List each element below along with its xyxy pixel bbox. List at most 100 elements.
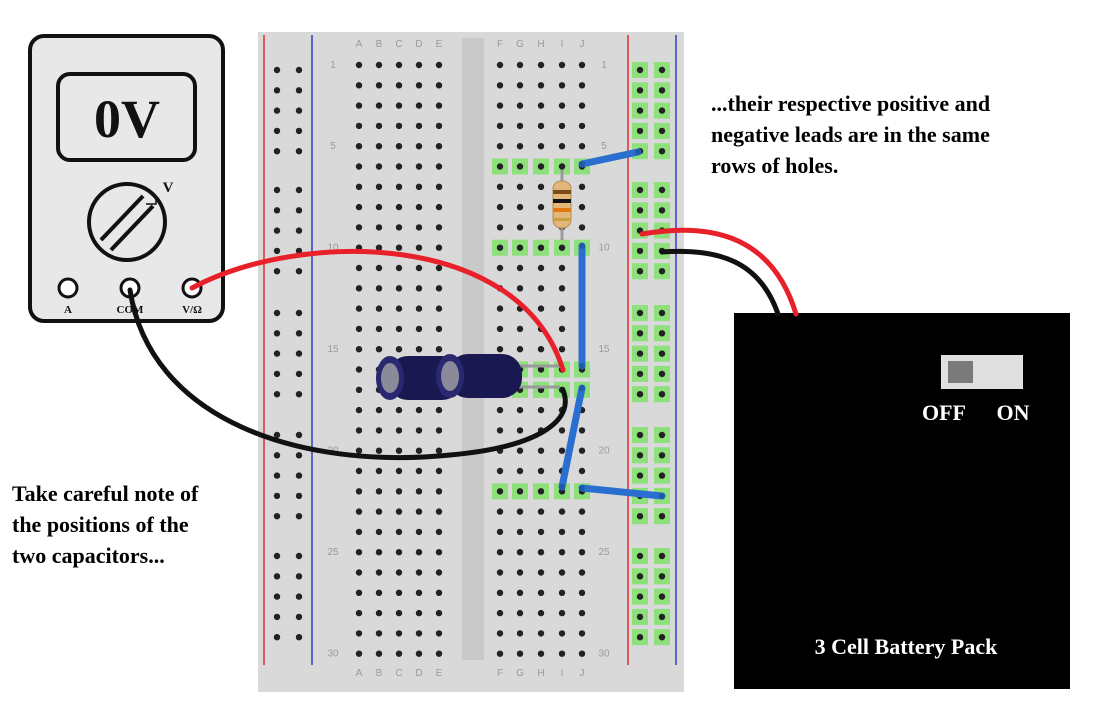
breadboard-hole[interactable]	[375, 82, 383, 89]
breadboard-hole[interactable]	[496, 122, 504, 130]
breadboard-hole[interactable]	[415, 82, 423, 89]
breadboard-hole[interactable]	[395, 488, 403, 495]
breadboard-hole[interactable]	[415, 569, 423, 576]
breadboard-hole[interactable]	[435, 406, 443, 414]
breadboard-hole[interactable]	[537, 508, 545, 515]
breadboard-hole[interactable]	[355, 305, 363, 312]
breadboard-hole[interactable]	[375, 183, 383, 190]
breadboard-hole[interactable]	[375, 163, 383, 170]
breadboard-hole[interactable]	[516, 650, 524, 657]
rail-hole[interactable]	[273, 66, 281, 74]
rail-hole[interactable]	[295, 492, 303, 500]
selector-dial[interactable]	[87, 182, 167, 262]
breadboard-hole[interactable]	[355, 82, 363, 89]
breadboard-hole[interactable]	[375, 549, 383, 556]
breadboard-hole[interactable]	[516, 609, 524, 617]
rail-hole[interactable]	[295, 613, 303, 621]
breadboard-hole[interactable]	[578, 82, 586, 89]
breadboard-hole[interactable]	[558, 630, 566, 637]
rail-hole[interactable]	[295, 472, 303, 479]
breadboard-hole[interactable]	[537, 528, 545, 536]
breadboard-hole[interactable]	[435, 549, 443, 556]
rail-hole[interactable]	[273, 593, 281, 600]
rail-hole[interactable]	[658, 309, 666, 317]
rail-hole[interactable]	[295, 107, 303, 114]
breadboard-hole[interactable]	[375, 467, 383, 475]
rail-hole[interactable]	[295, 452, 303, 459]
breadboard-hole[interactable]	[537, 163, 545, 170]
breadboard-hole[interactable]	[558, 163, 566, 170]
rail-hole[interactable]	[658, 593, 666, 600]
breadboard-hole[interactable]	[375, 508, 383, 515]
breadboard-hole[interactable]	[496, 61, 504, 69]
rail-hole[interactable]	[658, 472, 666, 479]
breadboard-hole[interactable]	[537, 244, 545, 251]
rail-hole[interactable]	[273, 186, 281, 194]
breadboard-hole[interactable]	[395, 528, 403, 536]
breadboard-hole[interactable]	[435, 122, 443, 130]
breadboard-hole[interactable]	[375, 224, 383, 231]
breadboard-hole[interactable]	[375, 630, 383, 637]
breadboard-hole[interactable]	[496, 528, 504, 536]
rail-hole[interactable]	[295, 552, 303, 560]
breadboard-hole[interactable]	[578, 183, 586, 190]
breadboard-hole[interactable]	[496, 224, 504, 231]
breadboard-hole[interactable]	[558, 528, 566, 536]
breadboard-hole[interactable]	[537, 143, 545, 150]
rail-hole[interactable]	[658, 431, 666, 439]
breadboard-hole[interactable]	[395, 630, 403, 637]
breadboard-hole[interactable]	[537, 650, 545, 657]
breadboard-hole[interactable]	[516, 569, 524, 576]
breadboard-hole[interactable]	[395, 305, 403, 312]
breadboard-hole[interactable]	[415, 528, 423, 536]
breadboard-hole[interactable]	[578, 427, 586, 434]
breadboard-hole[interactable]	[395, 589, 403, 596]
breadboard-hole[interactable]	[355, 447, 363, 454]
breadboard-hole[interactable]	[395, 203, 403, 211]
breadboard-hole[interactable]	[395, 346, 403, 353]
rail-hole[interactable]	[273, 309, 281, 317]
rail-hole[interactable]	[658, 268, 666, 275]
breadboard-hole[interactable]	[537, 447, 545, 454]
rail-hole[interactable]	[658, 552, 666, 560]
breadboard-hole[interactable]	[496, 488, 504, 495]
breadboard-hole[interactable]	[415, 508, 423, 515]
breadboard-hole[interactable]	[516, 508, 524, 515]
rail-hole[interactable]	[636, 127, 644, 135]
breadboard-hole[interactable]	[435, 224, 443, 231]
breadboard-hole[interactable]	[516, 224, 524, 231]
rail-hole[interactable]	[636, 513, 644, 520]
breadboard-hole[interactable]	[355, 102, 363, 109]
rail-hole[interactable]	[295, 391, 303, 398]
breadboard-hole[interactable]	[435, 183, 443, 190]
breadboard-hole[interactable]	[537, 569, 545, 576]
rail-hole[interactable]	[636, 391, 644, 398]
breadboard-hole[interactable]	[415, 244, 423, 251]
breadboard-hole[interactable]	[558, 325, 566, 333]
breadboard-hole[interactable]	[355, 285, 363, 292]
breadboard-hole[interactable]	[415, 427, 423, 434]
breadboard-hole[interactable]	[558, 305, 566, 312]
rail-hole[interactable]	[273, 107, 281, 114]
breadboard-hole[interactable]	[578, 143, 586, 150]
breadboard-hole[interactable]	[435, 264, 443, 272]
breadboard-hole[interactable]	[355, 122, 363, 130]
breadboard-hole[interactable]	[496, 630, 504, 637]
rail-hole[interactable]	[295, 634, 303, 641]
breadboard-hole[interactable]	[558, 102, 566, 109]
breadboard-hole[interactable]	[355, 325, 363, 333]
breadboard-hole[interactable]	[496, 82, 504, 89]
breadboard-hole[interactable]	[375, 650, 383, 657]
rail-hole[interactable]	[658, 350, 666, 357]
rail-hole[interactable]	[636, 309, 644, 317]
breadboard-hole[interactable]	[415, 285, 423, 292]
breadboard-hole[interactable]	[355, 609, 363, 617]
rail-hole[interactable]	[658, 127, 666, 135]
rail-hole[interactable]	[636, 186, 644, 194]
rail-hole[interactable]	[273, 268, 281, 275]
breadboard-hole[interactable]	[496, 143, 504, 150]
breadboard-hole[interactable]	[415, 589, 423, 596]
rail-hole[interactable]	[636, 634, 644, 641]
breadboard-hole[interactable]	[435, 589, 443, 596]
breadboard-hole[interactable]	[578, 569, 586, 576]
